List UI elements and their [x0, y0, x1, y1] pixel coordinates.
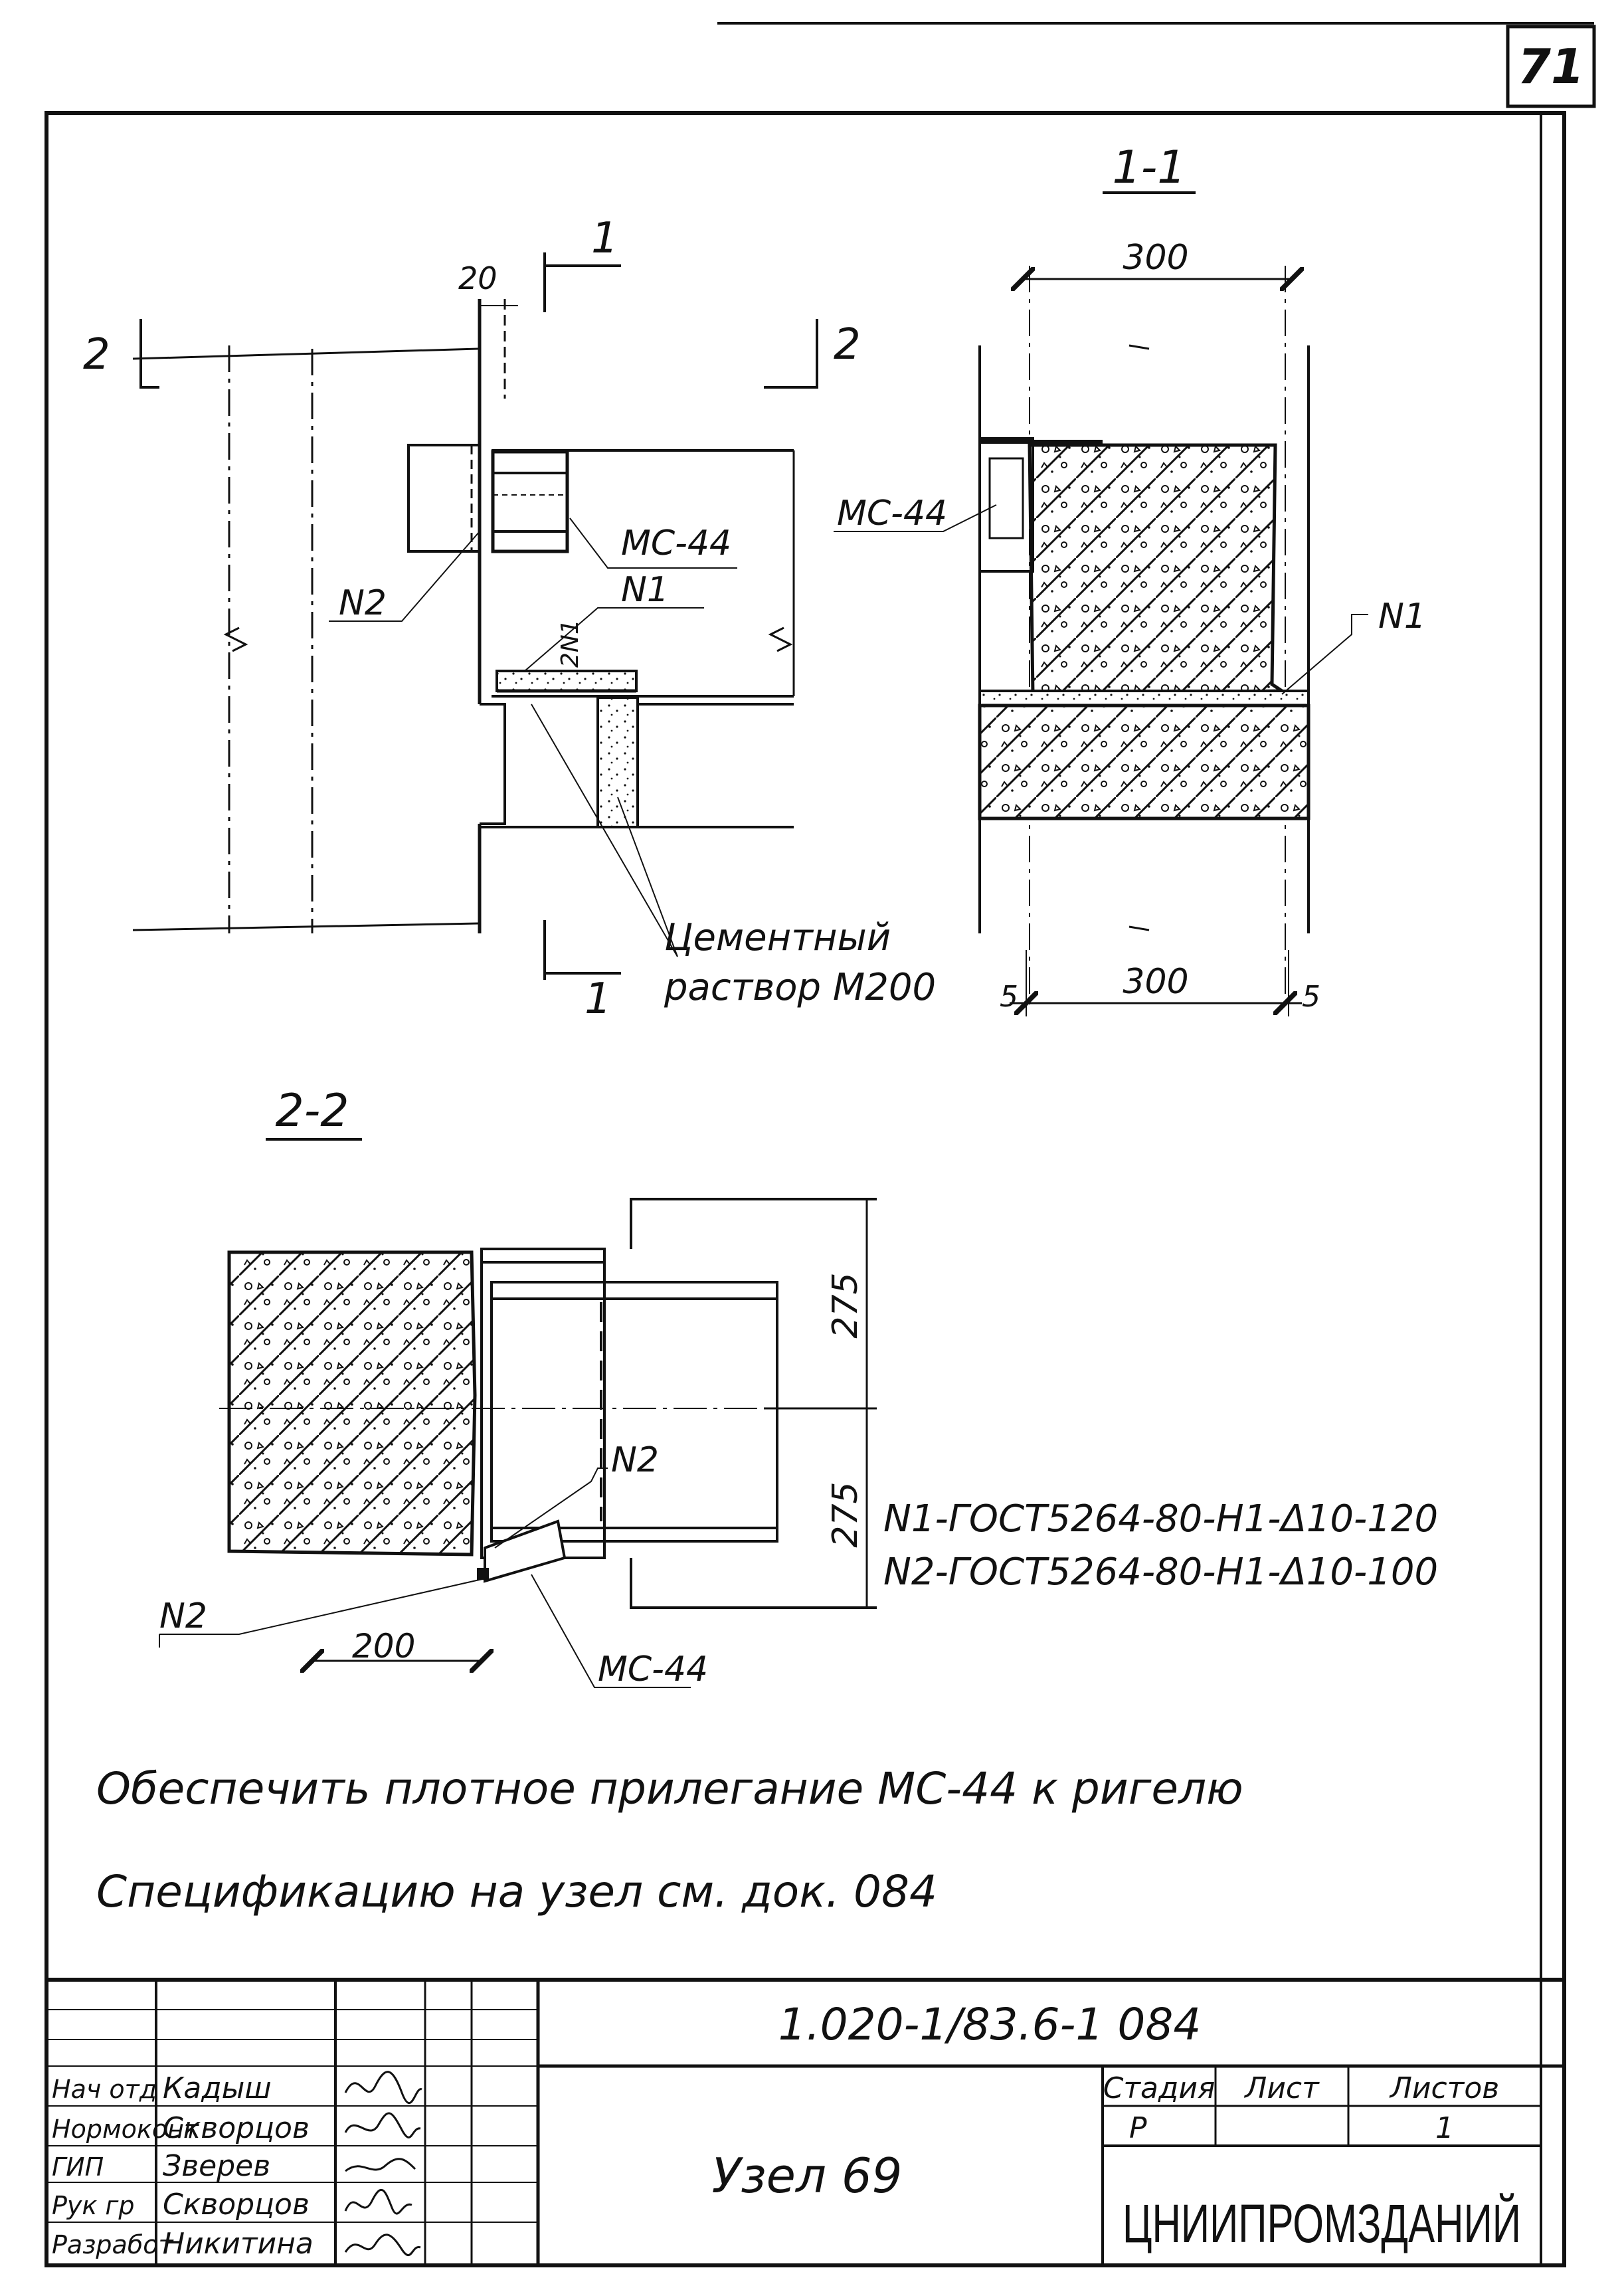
role-head-of-dept: Нач отд	[52, 2075, 157, 2104]
organization-stamp: ЦНИИПРОМЗДАНИЙ	[1123, 2193, 1521, 2254]
mortar-label-line2: раствор М200	[664, 966, 936, 1009]
role-norm-control: Нормоконт	[52, 2115, 200, 2144]
sheets-header: Листов	[1389, 2071, 1499, 2105]
sheet-header: Лист	[1243, 2071, 1320, 2105]
role-developer: Разработ	[52, 2230, 174, 2259]
section-mark-1-bottom: 1	[585, 975, 612, 1024]
note-specification: Спецификацию на узел см. док. 084	[96, 1866, 937, 1917]
node-name: Узел 69	[712, 2148, 903, 2204]
elevation-view	[132, 252, 818, 980]
section-mark-2-right: 2	[834, 320, 861, 369]
elevation-2n1-label: 2N1	[557, 619, 584, 668]
elevation-n1-label: N1	[621, 570, 669, 610]
section-2-2-view	[159, 1138, 877, 1688]
name-row-5: Никитина	[163, 2227, 314, 2261]
sheet-number: 71	[1518, 39, 1584, 94]
section-1-1-gap-left: 5	[1000, 980, 1018, 1014]
weld-spec-n2: N2-ГОСТ5264-80-Н1-Δ10-100	[883, 1551, 1438, 1594]
section-1-1-dim-top: 300	[1123, 238, 1188, 278]
section-2-2-dim-upper: 275	[826, 1272, 865, 1338]
stage-header: Стадия	[1103, 2071, 1216, 2105]
stage-value: Р	[1129, 2111, 1147, 2145]
dim-20-label: 20	[458, 260, 497, 296]
section-1-1-n1-label: N1	[1378, 597, 1426, 636]
elevation-mc-label: МС-44	[621, 523, 731, 563]
weld-spec-n1: N1-ГОСТ5264-80-Н1-Δ10-120	[883, 1497, 1438, 1541]
note-tight-fit: Обеспечить плотное прилегание МС-44 к ри…	[96, 1763, 1243, 1814]
sheets-value: 1	[1435, 2111, 1454, 2145]
section-2-2-dim-lower: 275	[826, 1481, 865, 1547]
elevation-n2-label: N2	[339, 583, 387, 623]
section-1-1-mc-label: МС-44	[837, 494, 947, 533]
signatures	[344, 2071, 422, 2256]
name-row-4: Скворцов	[163, 2188, 310, 2222]
section-mark-1-top: 1	[591, 214, 618, 263]
doc-code: 1.020-1/83.6-1 084	[778, 1999, 1202, 2050]
section-2-2-n2-lower: N2	[159, 1596, 207, 1636]
section-2-2-n2-upper: N2	[611, 1440, 659, 1480]
section-1-1-gap-right: 5	[1302, 980, 1320, 1014]
name-row-3: Зверев	[163, 2149, 270, 2183]
title-block	[46, 1978, 1564, 2265]
sheet-frame	[45, 22, 1596, 2267]
name-row-1: Кадыш	[163, 2071, 272, 2105]
section-2-2-dim-200: 200	[352, 1627, 415, 1665]
section-2-2-mc-label: МС-44	[598, 1650, 708, 1689]
mortar-label-line1: Цементный	[664, 916, 891, 959]
section-2-2-title: 2-2	[275, 1085, 349, 1137]
section-1-1-title: 1-1	[1112, 142, 1186, 194]
section-mark-2-left: 2	[83, 330, 110, 379]
section-1-1-view	[834, 191, 1368, 1016]
role-group-head: Рук гр	[52, 2191, 135, 2220]
role-chief-engineer: ГИП	[52, 2152, 104, 2182]
name-row-2: Скворцов	[163, 2111, 310, 2145]
section-1-1-dim-bottom: 300	[1123, 962, 1188, 1002]
